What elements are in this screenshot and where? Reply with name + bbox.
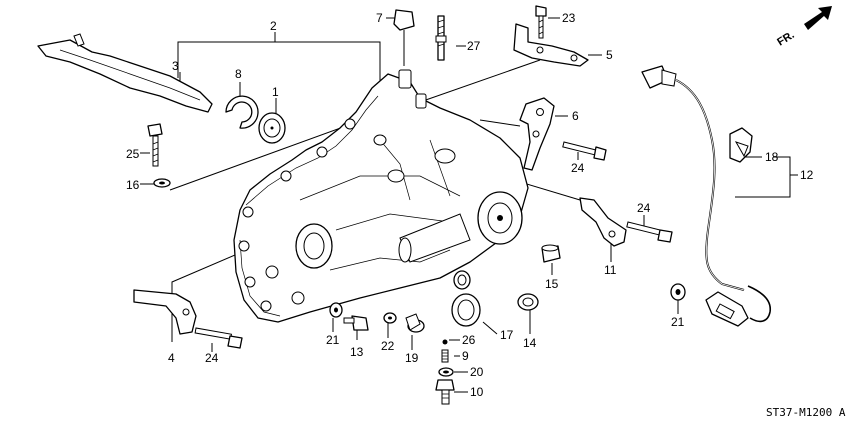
- callout-16: 16: [126, 178, 140, 192]
- bracket-11-part: [579, 197, 627, 247]
- callout-25: 25: [126, 147, 140, 161]
- transmission-case: [233, 69, 529, 323]
- stud-27-part: [435, 15, 447, 61]
- callout-19: 19: [405, 351, 419, 365]
- snap-ring-part: [225, 95, 259, 129]
- clip-7-part: [393, 9, 415, 66]
- bolt-23-part: [535, 5, 547, 39]
- callout-5: 5: [606, 48, 613, 62]
- leader-lines: [140, 17, 798, 393]
- plug-stack-part: [435, 339, 455, 405]
- oil-seal-17-part: [451, 270, 481, 327]
- callout-27: 27: [467, 39, 481, 53]
- callout-15: 15: [545, 277, 559, 291]
- callout-20: 20: [470, 365, 484, 379]
- bracket-6-part: [519, 97, 555, 171]
- callout-12: 12: [800, 168, 814, 182]
- case-bolt-bosses: [238, 118, 356, 312]
- plug-19-part: [405, 313, 425, 333]
- callout-10: 10: [470, 385, 484, 399]
- seal-14-part: [517, 293, 539, 311]
- sensor-harness-part: [641, 65, 772, 327]
- bolt-24-right-part: [626, 221, 673, 243]
- callout-21-right: 21: [671, 315, 685, 329]
- callout-11: 11: [604, 263, 617, 277]
- washer-22-part: [383, 312, 397, 324]
- callout-3: 3: [172, 59, 179, 73]
- front-direction-arrow-icon: [804, 6, 832, 30]
- washer-21-right-part: [670, 283, 686, 301]
- callout-2: 2: [270, 19, 277, 33]
- callout-4: 4: [168, 351, 175, 365]
- bolt-24-lower-part: [194, 327, 243, 349]
- rail-cover-part: [37, 33, 213, 113]
- callout-24-lower: 24: [205, 351, 219, 365]
- callout-14: 14: [523, 336, 537, 350]
- bracket-4-part: [133, 289, 197, 335]
- bolt-13-part: [343, 315, 369, 331]
- callout-8: 8: [235, 67, 242, 81]
- diagram-code: ST37-M1200 A: [766, 406, 846, 419]
- callout-26: 26: [462, 333, 476, 347]
- callout-18: 18: [765, 150, 779, 164]
- bolt-24-upper-part: [562, 141, 607, 161]
- callout-9: 9: [462, 349, 469, 363]
- callout-22: 22: [381, 339, 395, 353]
- callout-24-upper: 24: [571, 161, 585, 175]
- callout-13: 13: [350, 345, 364, 359]
- plug-15-part: [541, 244, 561, 263]
- bolt-25-part: [147, 123, 163, 167]
- callout-24-right: 24: [637, 201, 651, 215]
- bracket-5-part: [513, 23, 589, 67]
- callout-1: 1: [272, 85, 279, 99]
- cap-part: [258, 112, 286, 144]
- callout-7: 7: [376, 11, 383, 25]
- washer-21-lower-part: [329, 302, 343, 318]
- front-direction-label: FR.: [775, 29, 796, 49]
- washer-16-part: [153, 178, 171, 188]
- callout-6: 6: [572, 109, 579, 123]
- callout-21-lower: 21: [326, 333, 340, 347]
- callout-23: 23: [562, 11, 576, 25]
- callout-17: 17: [500, 328, 514, 342]
